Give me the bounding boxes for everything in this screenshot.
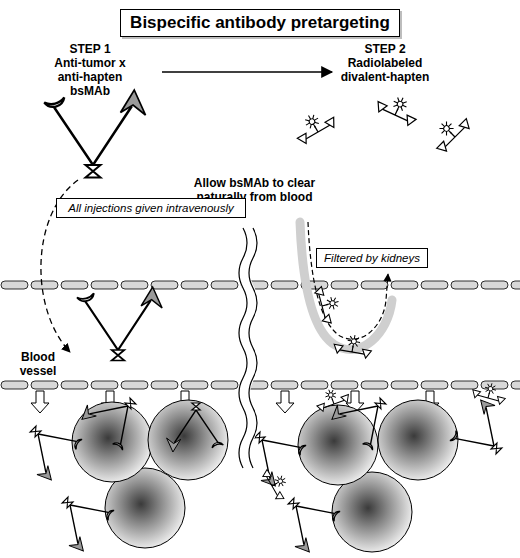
- note-text: All injections given intravenously: [68, 201, 234, 216]
- bispecific-antibody: [44, 90, 145, 178]
- title-text: Bispecific antibody pretargeting: [130, 13, 390, 33]
- tumor-cell: [148, 400, 228, 480]
- bispecific-antibody: [77, 287, 162, 361]
- circulating-hapten: [333, 332, 374, 359]
- divalent-hapten: [290, 105, 338, 146]
- bound-antibody: [167, 403, 224, 452]
- bound-antibody: [78, 380, 153, 455]
- step-heading: STEP 1: [40, 42, 140, 56]
- block-arrow: [276, 391, 294, 413]
- annotation-label: Radiolabeled divalent-hapten: [335, 56, 435, 84]
- vessel-wall: [0, 380, 520, 390]
- bound-hapten: [261, 464, 294, 502]
- annotation-label: Blood vessel: [12, 350, 64, 378]
- title-box: Bispecific antibody pretargeting: [120, 9, 400, 37]
- bound-antibody: [328, 380, 403, 455]
- block-arrow: [31, 391, 49, 413]
- tumor-cell: [378, 400, 458, 480]
- divalent-hapten: [374, 89, 422, 128]
- clearance-arrow: [308, 222, 388, 339]
- bound-antibody: [445, 396, 520, 471]
- bound-antibody: [12, 410, 87, 485]
- sequence-arrow: [162, 71, 332, 73]
- divalent-hapten: [427, 109, 473, 155]
- break-wave: [239, 228, 247, 468]
- vessel-wall: [0, 280, 520, 290]
- bound-hapten: [471, 379, 508, 405]
- note-text: Filtered by kidneys: [324, 251, 420, 266]
- bound-antibody: [44, 481, 119, 556]
- note-box: Filtered by kidneys: [316, 248, 428, 268]
- break-wave: [249, 228, 257, 468]
- annotation-label: Anti-tumor x anti-hapten bsMAb: [45, 56, 135, 98]
- bound-hapten: [313, 384, 351, 413]
- step-heading: STEP 2: [335, 42, 435, 56]
- hapten-path: [300, 222, 392, 349]
- circulating-hapten: [314, 283, 344, 325]
- bound-antibody: [270, 482, 345, 557]
- note-box: All injections given intravenously: [56, 198, 246, 218]
